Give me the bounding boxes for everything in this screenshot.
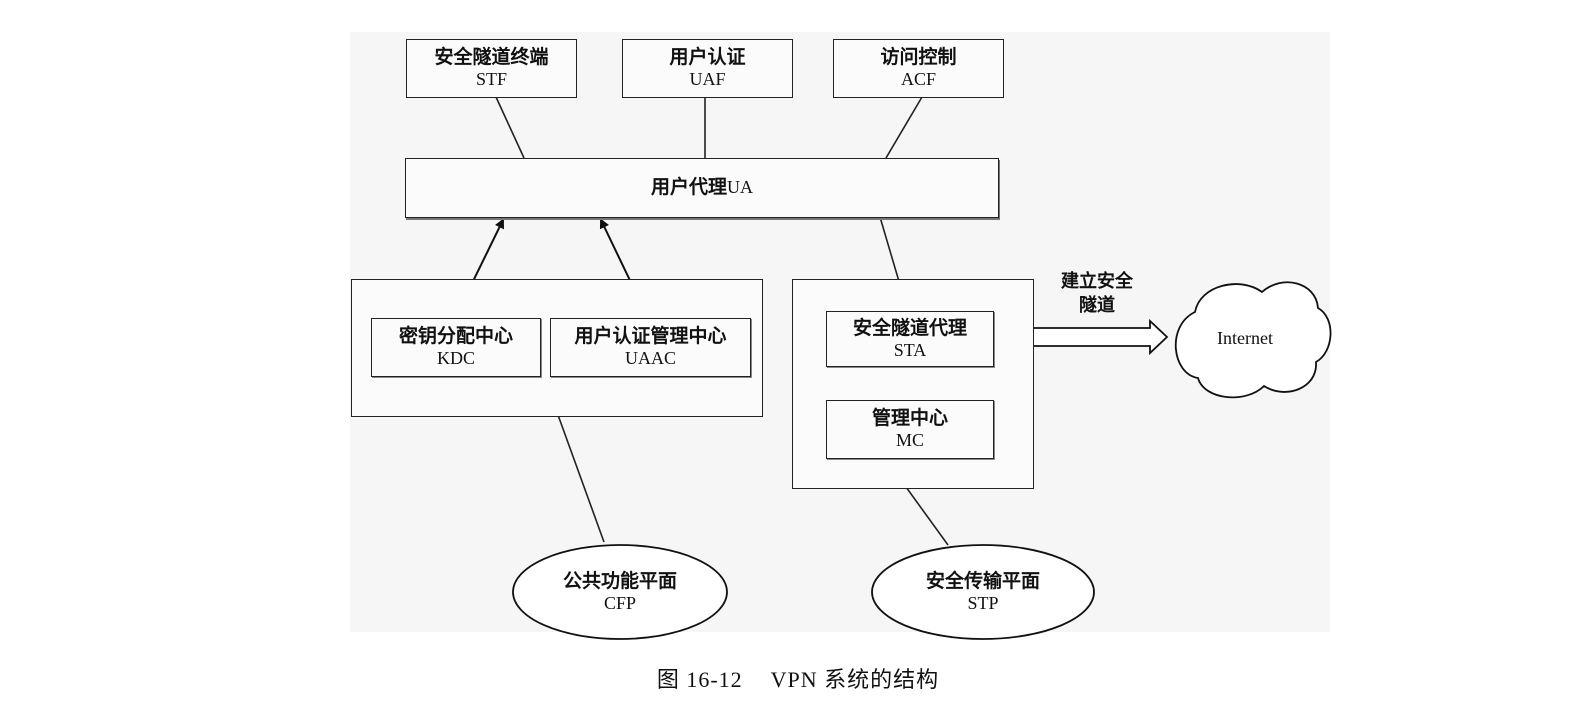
stp-group-connector — [905, 486, 949, 546]
uaf-zh-label: 用户认证 — [669, 46, 746, 69]
cfp-en-label: CFP — [603, 592, 637, 613]
ua-en-label: UA — [727, 177, 753, 198]
tunnel-label-line1: 建立安全 — [1061, 271, 1133, 292]
stp-zh-label: 安全传输平面 — [925, 569, 1040, 592]
caption-title: VPN 系统的结构 — [770, 667, 940, 692]
acf-ua-connector — [885, 96, 923, 159]
cfp-plane: 公共功能平面 CFP — [520, 560, 720, 624]
kdc-en-label: KDC — [436, 348, 475, 369]
ua-bar: 用户代理UA — [405, 158, 999, 218]
uaf-box: 用户认证 UAF — [622, 39, 793, 98]
figure-caption: 图 16-12 VPN 系统的结构 — [0, 662, 1596, 694]
tunnel-double-arrow — [993, 318, 1169, 356]
sta-en-label: STA — [893, 339, 927, 360]
kdc-box: 密钥分配中心 KDC — [371, 318, 541, 377]
cfp-ellipse — [512, 544, 728, 640]
stf-box: 安全隧道终端 STF — [406, 39, 577, 98]
acf-box: 访问控制 ACF — [833, 39, 1004, 98]
uaf-en-label: UAF — [689, 69, 726, 90]
sta-box: 安全隧道代理 STA — [826, 311, 994, 367]
ua-zh-label: 用户代理 — [650, 176, 727, 199]
stp-en-label: STP — [967, 592, 999, 613]
tunnel-label-line2: 隧道 — [1079, 295, 1115, 317]
stp-plane: 安全传输平面 STP — [883, 560, 1083, 624]
internet-cloud-shape — [1174, 281, 1332, 399]
internet-label: Internet — [1217, 327, 1273, 348]
cfp-zh-label: 公共功能平面 — [562, 569, 677, 592]
kdc-zh-label: 密钥分配中心 — [398, 325, 513, 348]
stp-ellipse — [871, 544, 1095, 640]
acf-en-label: ACF — [900, 69, 936, 90]
cfp-group-connector — [557, 414, 605, 543]
uaac-box: 用户认证管理中心 UAAC — [550, 318, 751, 377]
uaac-zh-label: 用户认证管理中心 — [574, 325, 727, 348]
acf-zh-label: 访问控制 — [880, 46, 957, 69]
stf-en-label: STF — [475, 69, 508, 90]
stf-ua-connector — [495, 96, 525, 159]
mc-en-label: MC — [895, 430, 924, 451]
caption-number: 图 16-12 — [656, 667, 743, 692]
sta-zh-label: 安全隧道代理 — [852, 316, 967, 339]
mc-zh-label: 管理中心 — [871, 407, 948, 430]
uaac-en-label: UAAC — [624, 348, 676, 369]
internet-label-wrap: Internet — [1190, 320, 1300, 356]
ua-label: 用户代理UA — [650, 176, 753, 199]
mc-box: 管理中心 MC — [826, 400, 994, 459]
tunnel-label: 建立安全 隧道 — [1042, 270, 1152, 319]
stf-zh-label: 安全隧道终端 — [434, 46, 549, 69]
